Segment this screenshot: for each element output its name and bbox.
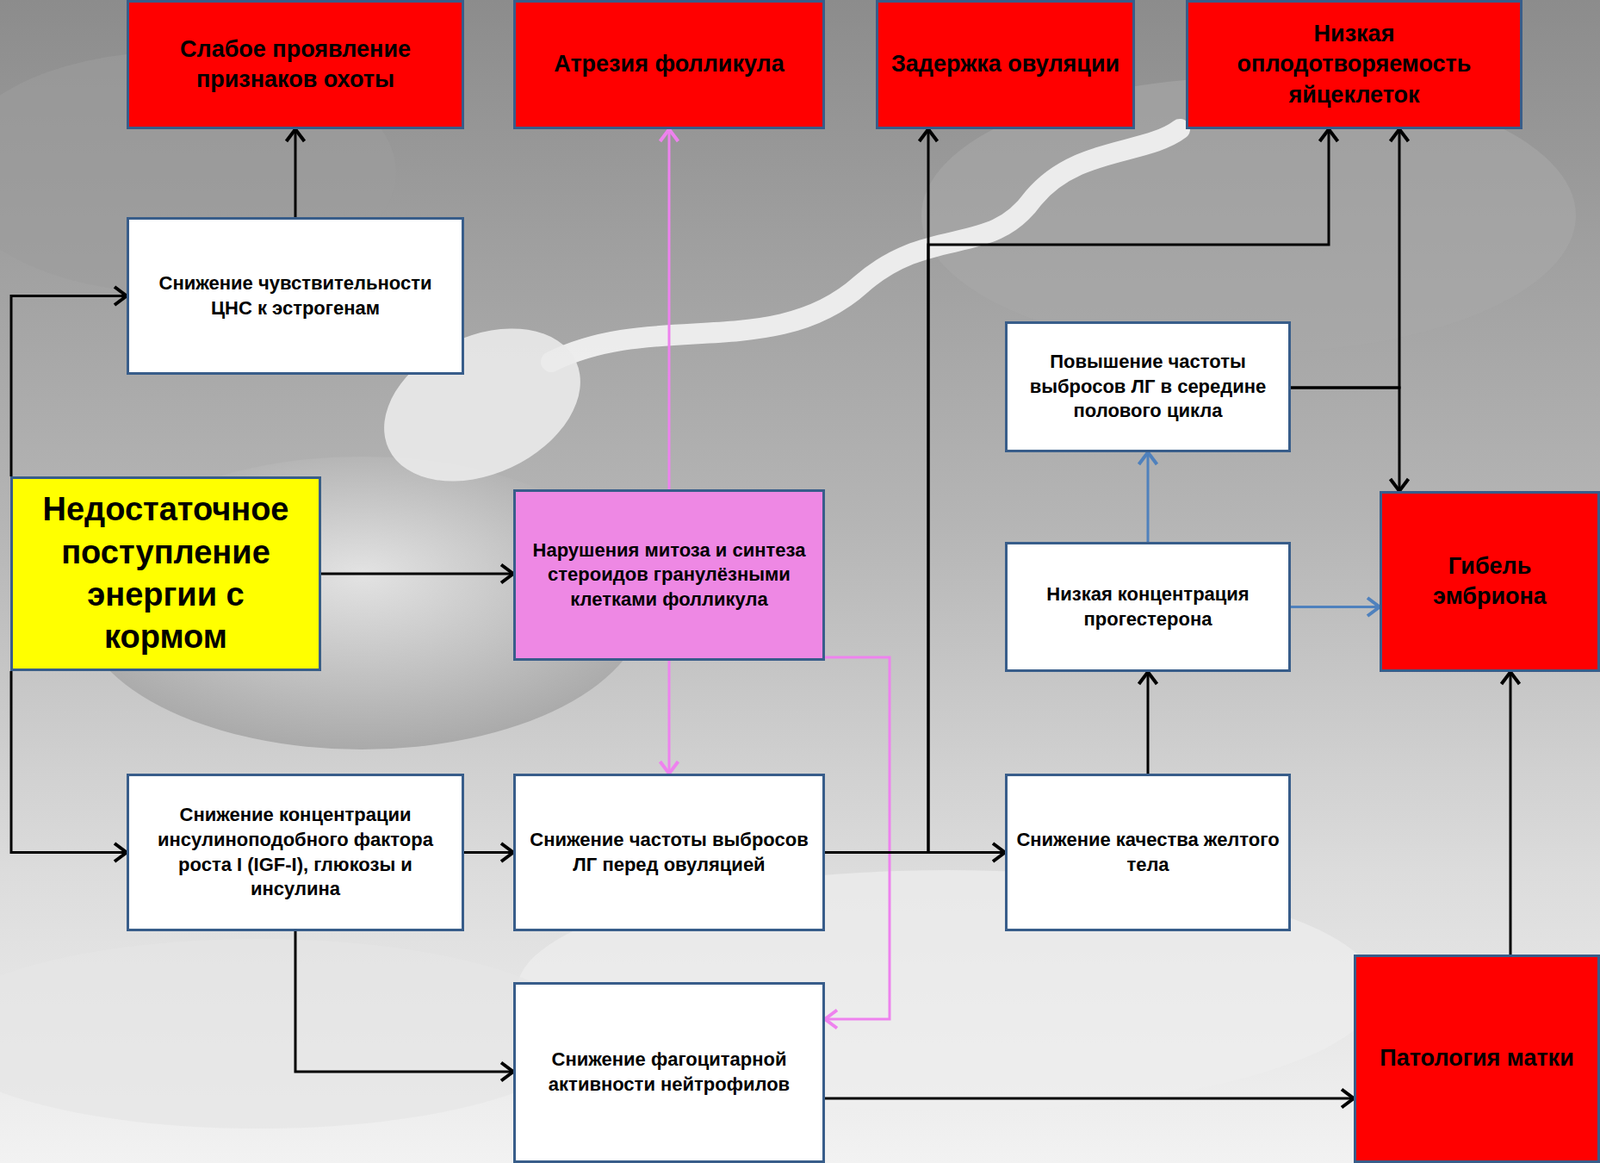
arrow-head — [992, 843, 1005, 862]
process-box: Нарушения митоза и синтеза стероидов гра… — [513, 489, 825, 661]
connector — [1290, 387, 1409, 491]
connector — [1501, 671, 1520, 955]
node-label: Снижение концентрации инсулиноподобного … — [137, 802, 453, 901]
connector — [464, 843, 514, 862]
process-box: Снижение фагоцитарной активности нейтроф… — [513, 981, 825, 1163]
connector — [824, 657, 890, 1029]
connector — [1290, 597, 1380, 616]
connector-line — [1147, 671, 1150, 774]
connector-line — [321, 572, 514, 576]
outcome-box: Патология матки — [1353, 954, 1600, 1163]
cause-box: Недостаточное поступление энергии с корм… — [10, 476, 322, 671]
node-label: Задержка овуляции — [891, 49, 1120, 80]
connector — [11, 286, 127, 477]
connector-line — [1290, 129, 1400, 388]
connector — [321, 564, 514, 583]
connector-line — [824, 129, 1329, 853]
node-label: Нарушения митоза и синтеза стероидов гра… — [524, 538, 814, 613]
arrow-head — [1367, 597, 1380, 616]
node-label: Низкая концентрация прогестерона — [1016, 582, 1280, 632]
arrow-head — [824, 1010, 838, 1029]
connector-line — [464, 850, 514, 854]
node-label: Снижение фагоцитарной активности нейтроф… — [524, 1047, 814, 1097]
connector — [824, 1089, 1354, 1108]
arrow-head — [660, 129, 679, 142]
arrow-head — [1390, 478, 1409, 491]
arrow-head — [1139, 452, 1158, 465]
arrow-head — [114, 286, 127, 305]
arrow-head — [501, 564, 514, 583]
outcome-box: Гибель эмбриона — [1379, 490, 1600, 672]
arrow-head — [1390, 129, 1409, 142]
connector-line — [1509, 671, 1513, 955]
cell-blob — [0, 938, 586, 1129]
arrow-head — [286, 129, 305, 142]
outcome-box: Атрезия фолликула — [513, 0, 825, 130]
arrow-head — [114, 843, 127, 862]
arrow-head — [660, 761, 679, 774]
node-label: Снижение частоты выбросов ЛГ перед овуля… — [524, 827, 814, 877]
arrow-head — [501, 1062, 514, 1081]
process-box: Снижение чувствительности ЦНС к эстроген… — [126, 217, 465, 375]
outcome-box: Задержка овуляции — [875, 0, 1135, 130]
connector — [1139, 452, 1158, 542]
connector-line — [824, 1097, 1354, 1100]
node-label: Повышение частоты выбросов ЛГ в середине… — [1016, 349, 1280, 424]
connector — [824, 129, 1339, 853]
connector-line — [11, 296, 127, 478]
outcome-box: Низкая оплодотворяемость яйцеклеток — [1185, 0, 1523, 130]
arrow-head — [501, 843, 514, 862]
connector-line — [1147, 452, 1150, 542]
arrow-head — [1320, 129, 1339, 142]
connector — [1290, 129, 1409, 388]
connector-line — [668, 660, 671, 774]
connector-line — [824, 657, 890, 1019]
arrow-head — [919, 129, 938, 142]
process-box: Снижение качества желтого тела — [1004, 773, 1291, 931]
process-box: Низкая концентрация прогестерона — [1004, 541, 1291, 672]
connector — [660, 129, 679, 490]
node-label: Недостаточное поступление энергии с корм… — [21, 488, 311, 659]
connector — [660, 660, 679, 774]
connector-line — [11, 670, 127, 853]
node-label: Снижение чувствительности ЦНС к эстроген… — [137, 271, 453, 321]
connector — [824, 129, 938, 853]
node-label: Гибель эмбриона — [1390, 551, 1589, 612]
connector-line — [1290, 605, 1380, 608]
connector-line — [295, 930, 514, 1072]
connector-line — [294, 129, 298, 218]
connector — [1139, 671, 1158, 774]
connector — [295, 930, 514, 1081]
node-label: Снижение качества желтого тела — [1016, 827, 1280, 877]
node-label: Низкая оплодотворяемость яйцеклеток — [1196, 18, 1512, 110]
connector-line — [668, 129, 671, 490]
connector-line — [824, 129, 929, 853]
connector — [286, 129, 305, 218]
outcome-box: Слабое проявление признаков охоты — [126, 0, 465, 130]
arrow-head — [1341, 1089, 1354, 1108]
arrow-head — [1501, 671, 1520, 684]
process-box: Снижение концентрации инсулиноподобного … — [126, 773, 465, 931]
arrow-head — [1139, 671, 1158, 684]
node-label: Слабое проявление признаков охоты — [137, 34, 453, 95]
connector — [11, 670, 127, 862]
process-box: Снижение частоты выбросов ЛГ перед овуля… — [513, 773, 825, 931]
node-label: Атрезия фолликула — [553, 49, 784, 80]
process-box: Повышение частоты выбросов ЛГ в середине… — [1004, 321, 1291, 453]
node-label: Патология матки — [1379, 1042, 1574, 1073]
connector-line — [1290, 387, 1400, 491]
